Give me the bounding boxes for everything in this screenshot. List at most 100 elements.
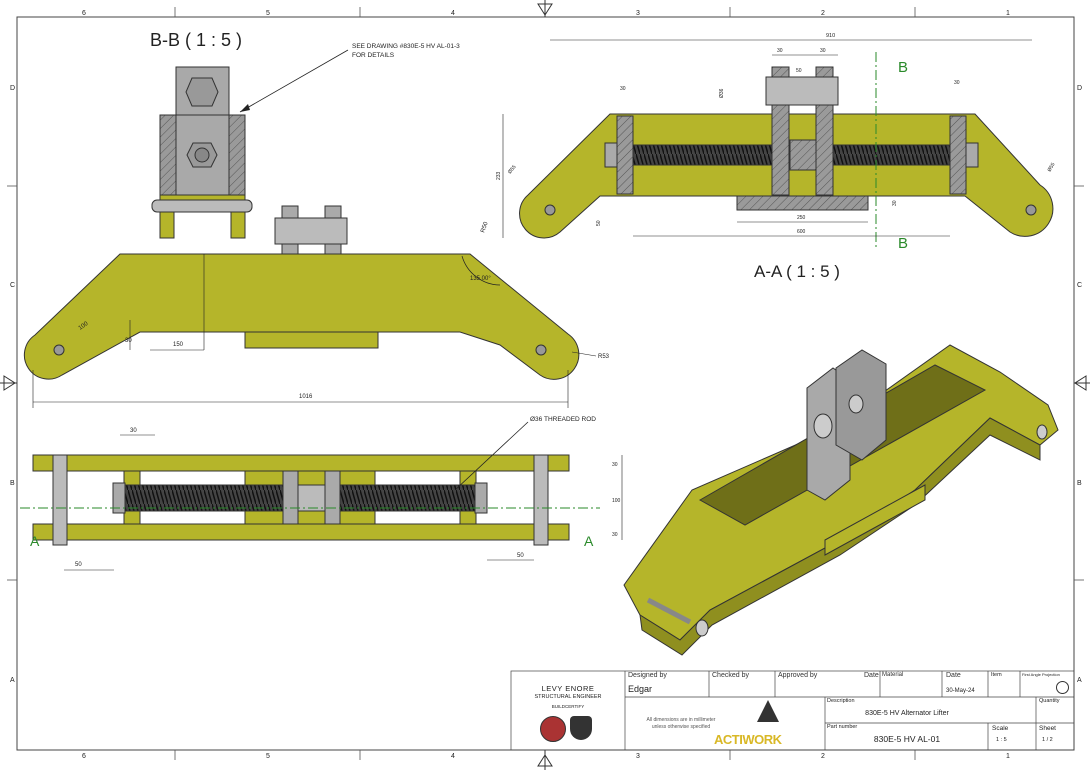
dim-250: 250 [797,215,806,221]
zone-row-a: A [10,677,15,684]
shield-icon [570,716,592,740]
zone-col-3: 3 [636,10,640,17]
front-base-pad [244,331,379,349]
section-a-left: A [30,533,40,549]
zone-row-c: C [10,282,15,289]
zone-col-4-bottom: 4 [451,753,455,760]
company-role: STRUCTURAL ENGINEER [534,694,602,700]
section-b-bottom: B [898,235,908,252]
dim-30-aa-1: 30 [777,48,783,54]
section-a-right: A [584,533,594,549]
part-number-label: Part number [827,724,858,730]
badge-icon [540,716,566,742]
dim-r53: R53 [598,354,610,360]
dim-100-plan: 100 [612,498,621,504]
approved-by-label: Approved by [778,672,818,679]
dim-30-plan-bottom: 30 [612,532,618,538]
dim-36: Ø36 [719,88,725,98]
zone-row-a-right: A [1077,677,1082,684]
zone-col-2: 2 [821,10,825,17]
description-value: 830E-5 HV Alternator Lifter [865,710,949,717]
dim-1016: 1016 [299,394,313,400]
zone-ticks [7,7,1084,760]
view-front: 135.00° R50 R53 150 30 100 1016 [23,205,610,408]
zone-col-6: 6 [82,10,86,17]
description-label: Description [827,698,855,704]
dim-910: 910 [826,33,835,39]
dim-50-aa: 50 [796,68,802,74]
note-threaded-rod: Ø36 THREADED ROD [530,416,596,423]
dim-55-right: Ø55 [1047,162,1057,173]
checked-by-label: Checked by [712,672,749,679]
view-aa-title: A-A ( 1 : 5 ) [754,262,840,281]
bb-rod-end [194,147,210,163]
actiwork-logo-icon [757,700,779,722]
dim-r50: R50 [480,221,490,234]
company-name: LEVY ENORE [541,684,595,693]
scale-label: Scale [992,725,1009,732]
dim-600: 600 [797,229,806,235]
zone-col-5-bottom: 5 [266,753,270,760]
zone-col-4: 4 [451,10,455,17]
note-see-drawing-2: FOR DETAILS [352,52,395,59]
iso-beam-side [639,417,1041,656]
zone-col-5: 5 [266,10,270,17]
designed-by-label: Designed by [628,672,667,679]
aa-base-pad [736,195,869,211]
view-plan: A A Ø36 THREADED ROD 30 50 50 30 100 30 [20,416,623,571]
zone-col-6-bottom: 6 [82,753,86,760]
dim-30-front: 30 [125,338,132,344]
note-see-drawing-1: SEE DRAWING #830E-5 HV AL-01-3 [352,43,460,50]
actiwork-logo-text: ACTIWORK [714,732,782,747]
aa-pin [765,76,839,106]
zone-row-d: D [10,85,15,92]
sheet-value: 1 / 2 [1042,737,1053,743]
projection-symbol-icon [1056,681,1069,694]
projection-label: First Angle Projection [1022,672,1060,677]
zone-row-b: B [10,480,15,487]
date-label-2: Date [946,672,961,679]
view-bb-title: B-B ( 1 : 5 ) [150,30,242,50]
material-label: Material [882,672,904,678]
view-aa: B B A-A ( 1 : 5 ) 910 30 30 50 30 30 233… [496,33,1057,281]
title-block [510,670,1075,751]
dim-100-front: 100 [78,321,90,332]
bb-pin [151,199,253,213]
front-beam [23,253,580,380]
front-hanger [274,217,348,245]
company-cert: BUILDCERTIFY [551,704,585,709]
date-value: 30-May-24 [946,688,975,694]
item-label: Item [991,672,1002,678]
part-number-value: 830E-5 HV AL-01 [873,734,941,744]
sheet-label: Sheet [1039,725,1056,732]
zone-labels: 6 5 4 3 2 1 6 5 4 3 2 1 D C B A D C B A [10,10,1082,760]
bb-right-web [227,114,246,196]
view-isometric [623,344,1059,656]
dim-30-aa-left: 30 [620,86,626,92]
dim-50-plan-right: 50 [517,553,524,559]
plan-top-flange [32,454,570,472]
zone-col-2-bottom: 2 [821,753,825,760]
bb-left-web [159,114,178,196]
dim-30-plan: 30 [130,428,137,434]
view-bb: B-B ( 1 : 5 ) SEE DRAWING #830E-5 HV AL-… [150,30,460,239]
dim-50-plan-left: 50 [75,562,82,568]
plan-bottom-flange [32,523,570,541]
dim-30-aa-right: 30 [954,80,960,86]
scale-value: 1 : 5 [996,737,1007,743]
dim-150: 150 [173,342,184,348]
zone-col-1: 1 [1006,10,1010,17]
zone-col-3-bottom: 3 [636,753,640,760]
zone-row-c-right: C [1077,282,1082,289]
dim-233: 233 [496,171,502,180]
dim-135: 135.00° [470,276,491,282]
zone-row-b-right: B [1077,480,1082,487]
dim-55-left: Ø55 [507,164,518,175]
dim-30-aa-2: 30 [820,48,826,54]
dim-30-plan-top: 30 [612,462,618,468]
zone-row-d-right: D [1077,85,1082,92]
designed-by-value: Edgar [628,684,653,694]
note-units-2: unless otherwise specified [651,724,711,730]
